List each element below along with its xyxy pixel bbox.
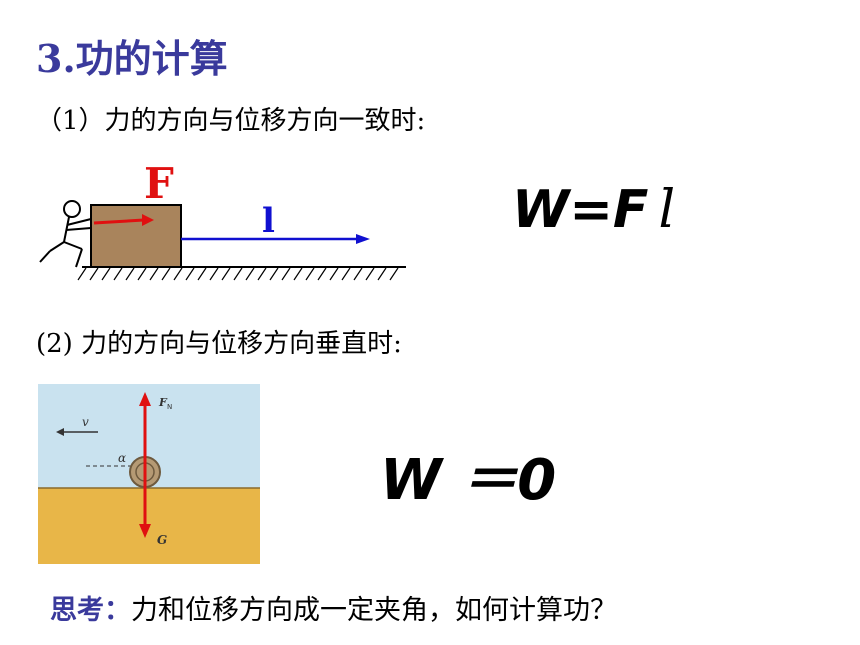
normal-force-label: F xyxy=(158,396,168,409)
force-arrow xyxy=(93,218,145,225)
force-label: F xyxy=(144,159,174,208)
gravity-label: G xyxy=(157,533,167,547)
person-figure xyxy=(39,200,92,268)
push-box-diagram: F l xyxy=(39,159,406,281)
case1-heading: （1）力的方向与位移方向一致时: xyxy=(36,106,426,136)
think-label: 思考： xyxy=(50,595,131,626)
wooden-box xyxy=(90,204,182,268)
think-text: 力和位移方向成一定夹角，如何计算功？ xyxy=(131,595,617,626)
slide-title: 3.功的计算 xyxy=(36,36,228,81)
velocity-label: v xyxy=(82,415,89,429)
case2-heading: (2) 力的方向与位移方向垂直时: xyxy=(36,329,402,359)
think-question: 思考：力和位移方向成一定夹角，如何计算功？ xyxy=(50,588,617,627)
formula-main: W=F xyxy=(512,180,649,240)
angle-label: α xyxy=(118,451,126,465)
normal-force-subscript: N xyxy=(167,403,172,411)
ground-hatching xyxy=(77,267,399,281)
formula-var-l: l xyxy=(658,180,676,240)
formula-work-zero: W ＝0 xyxy=(380,448,557,513)
perpendicular-force-diagram: v α F N G xyxy=(38,384,260,564)
displacement-label: l xyxy=(262,201,275,241)
